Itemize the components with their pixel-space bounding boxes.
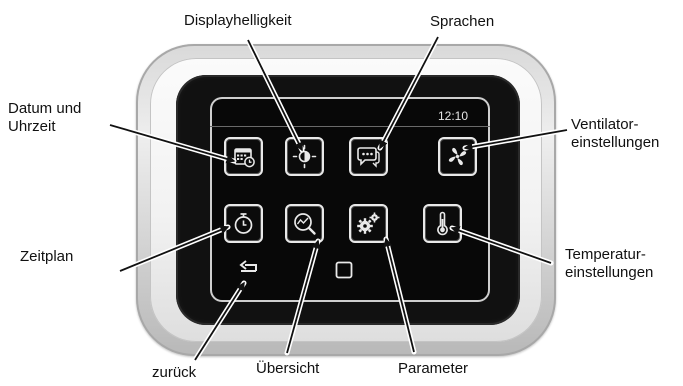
fan-settings-tile[interactable] [438, 137, 477, 176]
label-display-brightness: Displayhelligkeit [184, 12, 292, 29]
timer-icon [234, 213, 253, 234]
clock-readout: 12:10 [437, 109, 468, 123]
chart-magnifier-icon [294, 213, 316, 235]
label-overview: Übersicht [256, 360, 320, 377]
label-date-time: Datum und Uhrzeit [8, 100, 81, 136]
label-schedule: Zeitplan [20, 248, 74, 265]
brightness-icon [292, 144, 317, 169]
label-fan-line2: einstellungen [571, 134, 660, 151]
label-parameter: Parameter [398, 360, 469, 377]
temperature-tile[interactable] [423, 204, 462, 243]
fan-icon [448, 147, 467, 166]
label-date-time-line2: Uhrzeit [8, 118, 56, 135]
label-fan-line1: Ventilator- [571, 116, 639, 133]
label-temperature: Temperatur- einstellungen [565, 246, 653, 282]
label-temperature-line1: Temperatur- [565, 246, 646, 263]
back-button[interactable] [238, 259, 260, 277]
gears-icon [357, 212, 380, 234]
overview-tile[interactable] [285, 204, 324, 243]
home-button[interactable] [335, 261, 353, 279]
status-bar-divider [210, 126, 490, 127]
label-fan-settings: Ventilator- einstellungen [571, 116, 659, 152]
label-date-time-line1: Datum und [8, 100, 82, 117]
brightness-tile[interactable] [285, 137, 324, 176]
label-languages: Sprachen [430, 13, 495, 30]
languages-tile[interactable] [349, 137, 388, 176]
calendar-clock-icon [234, 148, 255, 168]
label-temperature-line2: einstellungen [565, 264, 654, 281]
home-square-icon [335, 261, 353, 279]
thermometer-icon [437, 211, 448, 236]
parameter-tile[interactable] [349, 204, 388, 243]
back-arrow-icon [239, 260, 257, 272]
schedule-tile[interactable] [224, 204, 263, 243]
date-time-tile[interactable] [224, 137, 263, 176]
label-back: zurück [152, 364, 197, 381]
chat-bubbles-icon [357, 147, 380, 168]
